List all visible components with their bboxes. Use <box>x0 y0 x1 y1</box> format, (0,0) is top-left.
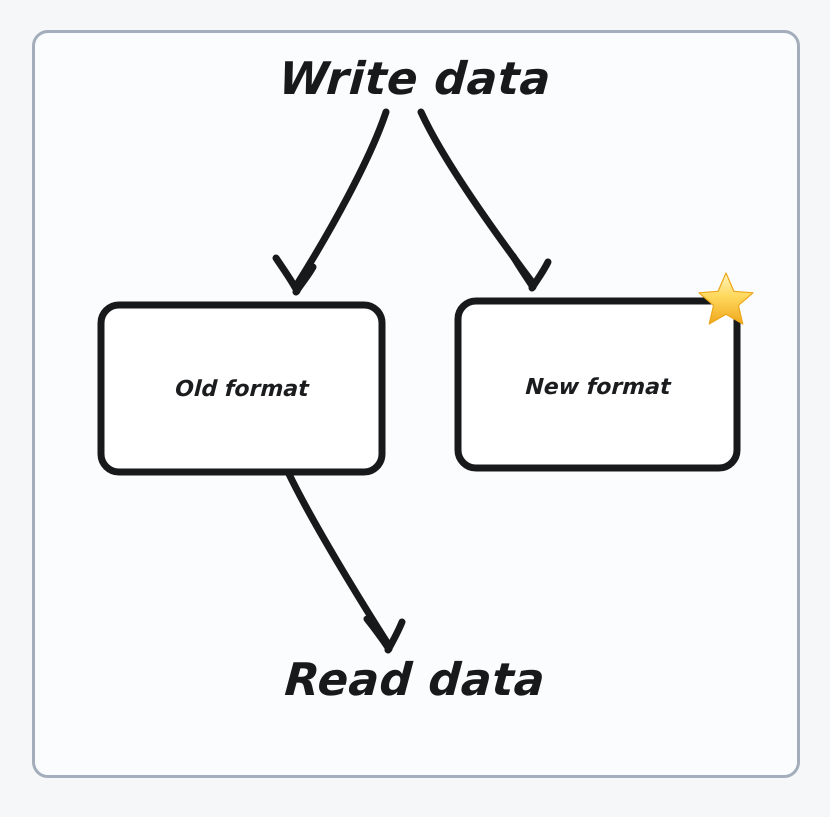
page-title-write-data: Write data <box>277 52 553 105</box>
node-label-old-format: Old format <box>174 377 310 402</box>
node-label-new-format: New format <box>524 375 672 400</box>
page-title-read-data: Read data <box>283 653 547 706</box>
